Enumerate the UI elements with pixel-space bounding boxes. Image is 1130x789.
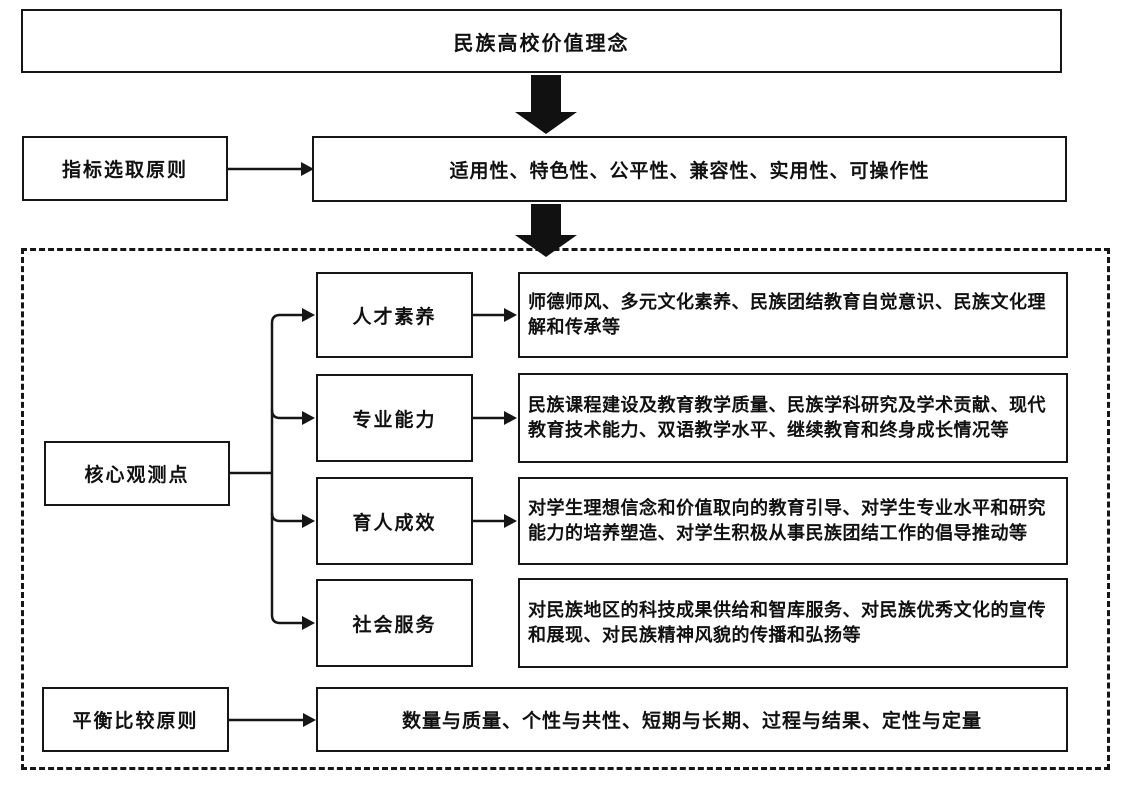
value-concept-label: 民族高校价值理念 [453,32,630,55]
core-points-label: 核心观测点 [84,465,190,486]
description-box-social: 对民族地区的科技成果供给和智库服务、对民族优秀文化的宣传和展现、对民族精神风貌的… [518,578,1068,668]
category-box-social: 社会服务 [316,579,473,667]
balance-principle-box: 平衡比较原则 [42,687,229,752]
balance-principle-label: 平衡比较原则 [72,711,199,732]
balance-criteria-text: 数量与质量、个性与共性、短期与长期、过程与结果、定性与定量 [401,711,982,732]
block-down-arrow-top-icon [515,75,577,134]
balance-criteria-box: 数量与质量、个性与共性、短期与长期、过程与结果、定性与定量 [316,687,1068,752]
core-points-box: 核心观测点 [44,441,230,506]
description-box-professional: 民族课程建设及教育教学质量、民族学科研究及学术贡献、现代教育技术能力、双语教学水… [518,373,1068,463]
selection-principle-label: 指标选取原则 [61,160,188,181]
description-social-text: 对民族地区的科技成果供给和智库服务、对民族优秀文化的宣传和展现、对民族精神风貌的… [528,600,1046,645]
category-professional-label: 专业能力 [352,409,437,431]
description-box-education: 对学生理想信念和价值取向的教育引导、对学生专业水平和研究能力的培养塑造、对学生积… [518,477,1068,565]
category-education-label: 育人成效 [352,512,437,534]
value-concept-box: 民族高校价值理念 [21,9,1062,73]
description-box-talent: 师德师风、多元文化素养、民族团结教育自觉意识、民族文化理解和传承等 [518,272,1068,358]
selection-criteria-box: 适用性、特色性、公平性、兼容性、实用性、可操作性 [312,136,1067,202]
description-education-text: 对学生理想信念和价值取向的教育引导、对学生专业水平和研究能力的培养塑造、对学生积… [528,498,1046,543]
category-talent-label: 人才素养 [352,306,437,328]
category-box-talent: 人才素养 [316,272,473,358]
selection-criteria-text: 适用性、特色性、公平性、兼容性、实用性、可操作性 [449,160,930,182]
selection-principle-box: 指标选取原则 [22,136,228,201]
category-box-education: 育人成效 [316,477,473,565]
category-social-label: 社会服务 [352,614,437,636]
description-professional-text: 民族课程建设及教育教学质量、民族学科研究及学术贡献、现代教育技术能力、双语教学水… [528,395,1046,440]
description-talent-text: 师德师风、多元文化素养、民族团结教育自觉意识、民族文化理解和传承等 [528,292,1046,337]
arrow-selection-to-criteria-icon [228,162,314,176]
category-box-professional: 专业能力 [316,374,473,462]
